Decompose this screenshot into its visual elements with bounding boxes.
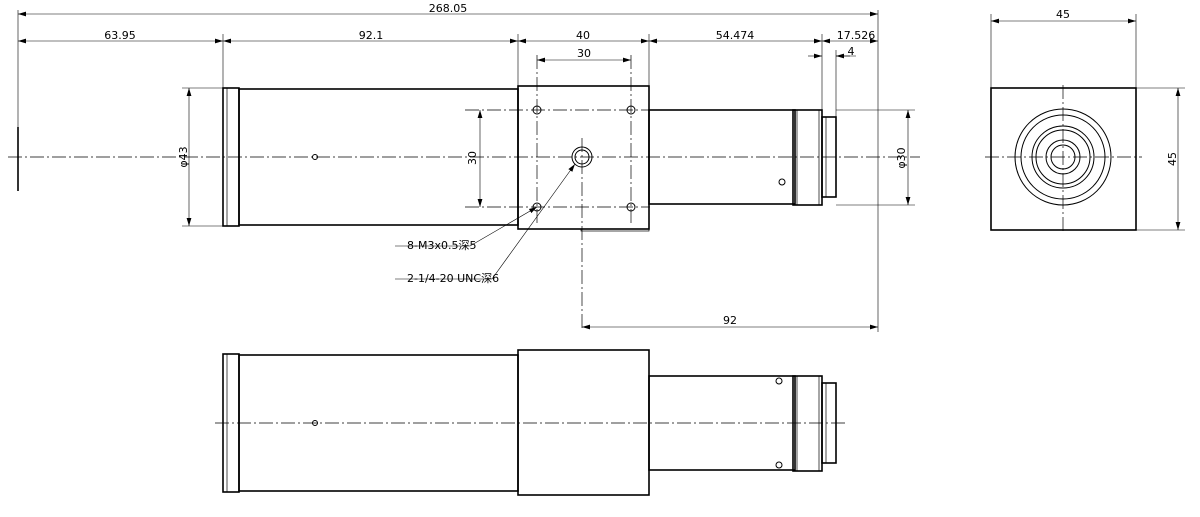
barrel-screw-hole xyxy=(312,154,318,160)
bottom-mounting-block xyxy=(517,349,650,496)
end-ring-2 xyxy=(1020,114,1106,200)
dim-flange-width: 4 xyxy=(848,45,855,58)
bottom-barrel-screw-hole xyxy=(312,420,318,426)
dim-block-width: 40 xyxy=(576,29,590,42)
dim-end-height: 45 xyxy=(1166,152,1179,166)
side-view xyxy=(8,55,920,330)
dim-mount-length: 17.526 xyxy=(837,29,876,42)
dim-front-length: 63.95 xyxy=(104,29,136,42)
dim-hole-pitch-vertical: 30 xyxy=(466,151,479,165)
dim-rear-length: 54.474 xyxy=(716,29,755,42)
bottom-view xyxy=(215,349,848,496)
bottom-rear-hole-bottom xyxy=(775,461,783,469)
end-view-dimensions: 45 45 xyxy=(990,8,1185,231)
dim-tripod-to-end: 92 xyxy=(723,314,737,327)
m3-hole-top-right xyxy=(626,105,636,115)
end-ring-3 xyxy=(1031,125,1095,189)
tripod-hole-outer xyxy=(571,146,593,168)
callout-m3-holes: 8-M3x0.5深5 xyxy=(407,239,476,252)
end-view xyxy=(985,85,1142,233)
rear-tube xyxy=(648,109,796,205)
callout-tripod-thread: 2-1/4-20 UNC深6 xyxy=(407,272,499,285)
side-view-dimensions: 268.05 63.95 92.1 40 54.474 17.526 30 4 … xyxy=(17,2,915,332)
m3-hole-bottom-right xyxy=(626,202,636,212)
end-view-body xyxy=(990,87,1137,231)
end-ring-5 xyxy=(1045,139,1081,175)
bottom-rear-tube xyxy=(648,375,796,471)
dim-end-width: 45 xyxy=(1056,8,1070,21)
m3-callout-leader xyxy=(395,206,538,247)
dim-front-diameter: φ43 xyxy=(177,146,190,167)
dim-tube-length: 92.1 xyxy=(359,29,384,42)
end-ring-1 xyxy=(1014,108,1112,206)
tripod-callout-leader xyxy=(395,163,576,280)
bottom-camera-mount xyxy=(821,382,837,464)
mounting-block xyxy=(517,85,650,230)
camera-mount xyxy=(821,116,837,198)
end-ring-4 xyxy=(1035,129,1091,185)
m3-hole-top-left xyxy=(532,105,542,115)
end-ring-6 xyxy=(1050,144,1076,170)
dim-rear-diameter: φ30 xyxy=(895,147,908,168)
rear-tube-screw-hole xyxy=(778,178,786,186)
dim-overall-length: 268.05 xyxy=(429,2,468,15)
block-underside xyxy=(580,228,650,232)
bottom-rear-hole-top xyxy=(775,377,783,385)
dim-hole-pitch: 30 xyxy=(577,47,591,60)
tripod-hole-inner xyxy=(574,149,590,165)
